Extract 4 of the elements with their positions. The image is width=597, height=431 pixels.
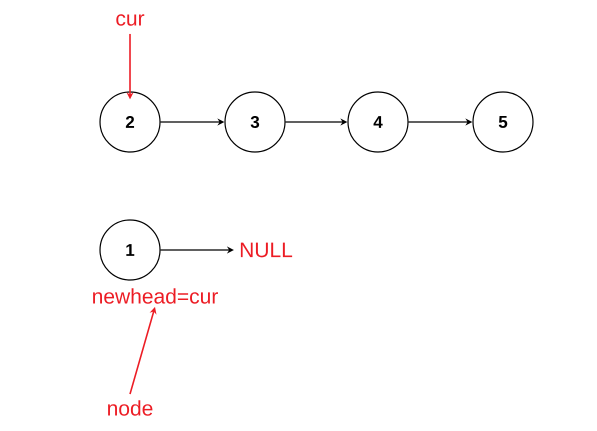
pointer-label: cur [116, 14, 144, 26]
pointer-label: node [108, 400, 152, 416]
pointer-label: NULL [240, 242, 292, 258]
pointer-label: newhead=cur [93, 288, 218, 304]
